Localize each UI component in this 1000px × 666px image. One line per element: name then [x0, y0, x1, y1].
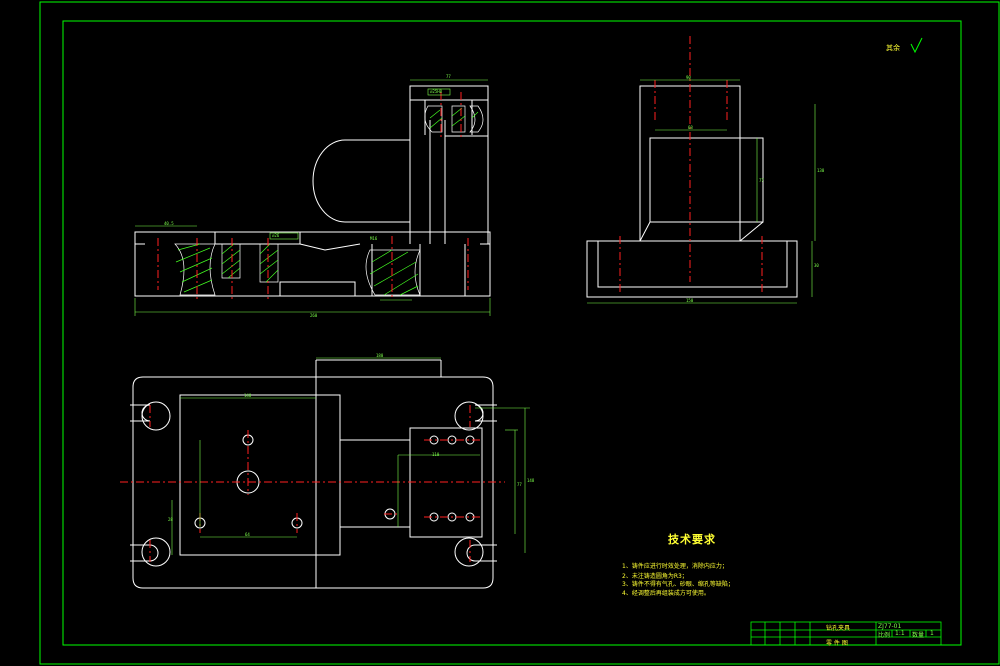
title-block-part-name: 钻孔夹具: [826, 625, 851, 632]
surface-finish-mark: [910, 37, 923, 54]
dim-front-top-width: 77: [446, 74, 451, 79]
side-view-centerlines: [619, 36, 763, 292]
front-view: [134, 85, 491, 297]
dim-front-bolt: ∅26: [272, 233, 280, 238]
tech-note-2: 2、未注铸造圆角为R3；: [622, 573, 688, 580]
title-block-scale-label: 比例: [878, 632, 891, 639]
surface-finish-label: 其余: [886, 44, 900, 52]
dim-side-mid: 77: [759, 178, 764, 183]
tech-note-4: 4、经调整后再组装成方可使用。: [622, 590, 710, 597]
dim-side-top-width: 90: [686, 75, 691, 80]
dim-plan-hole-dx: 110: [432, 452, 440, 457]
dim-side-inner: 68: [688, 125, 693, 130]
side-view-dimensions: [587, 79, 816, 304]
dim-front-thread: M16: [370, 236, 378, 241]
dim-plan-top: 180: [376, 353, 384, 358]
front-view-dimensions: [134, 79, 491, 316]
plan-view: [130, 359, 497, 589]
dim-plan-side: 148: [527, 478, 535, 483]
dim-side-base-h: 30: [814, 263, 819, 268]
dim-plan-hole-dy: 77: [517, 482, 522, 487]
dim-plan-inner: 140: [244, 393, 252, 398]
tech-note-3: 3、铸件不得有气孔、砂眼、缩孔等缺陷；: [622, 581, 734, 588]
dim-side-base: 150: [686, 298, 694, 303]
title-block-qty-label: 数量: [912, 632, 925, 639]
technical-requirements-title: 技术要求: [668, 533, 716, 546]
dim-plan-small: 28: [168, 517, 173, 522]
plan-view-centerlines: [120, 405, 505, 562]
front-view-centerlines: [157, 92, 469, 300]
title-block-drawing-no: ZJ77-01: [878, 623, 902, 630]
tech-note-1: 1、铸件应进行时效处理，消除内应力；: [622, 563, 728, 570]
inner-frame: [62, 20, 962, 646]
dim-plan-sub: 64: [245, 532, 250, 537]
dim-front-total-width: 260: [310, 313, 318, 318]
plan-view-dimensions: [171, 357, 530, 555]
dim-front-left: 40.5: [164, 221, 174, 226]
title-block-qty-value: 1: [930, 630, 934, 637]
title-block: [750, 621, 942, 646]
dim-side-height: 130: [817, 168, 825, 173]
outer-frame: [39, 1, 1000, 665]
dim-front-top-fit: ∅25H8: [430, 89, 443, 94]
title-block-sub-label: 零 件 图: [826, 640, 848, 647]
front-view-hatching: [174, 105, 484, 296]
title-block-scale-value: 1:1: [895, 630, 905, 637]
side-view: [586, 85, 798, 298]
